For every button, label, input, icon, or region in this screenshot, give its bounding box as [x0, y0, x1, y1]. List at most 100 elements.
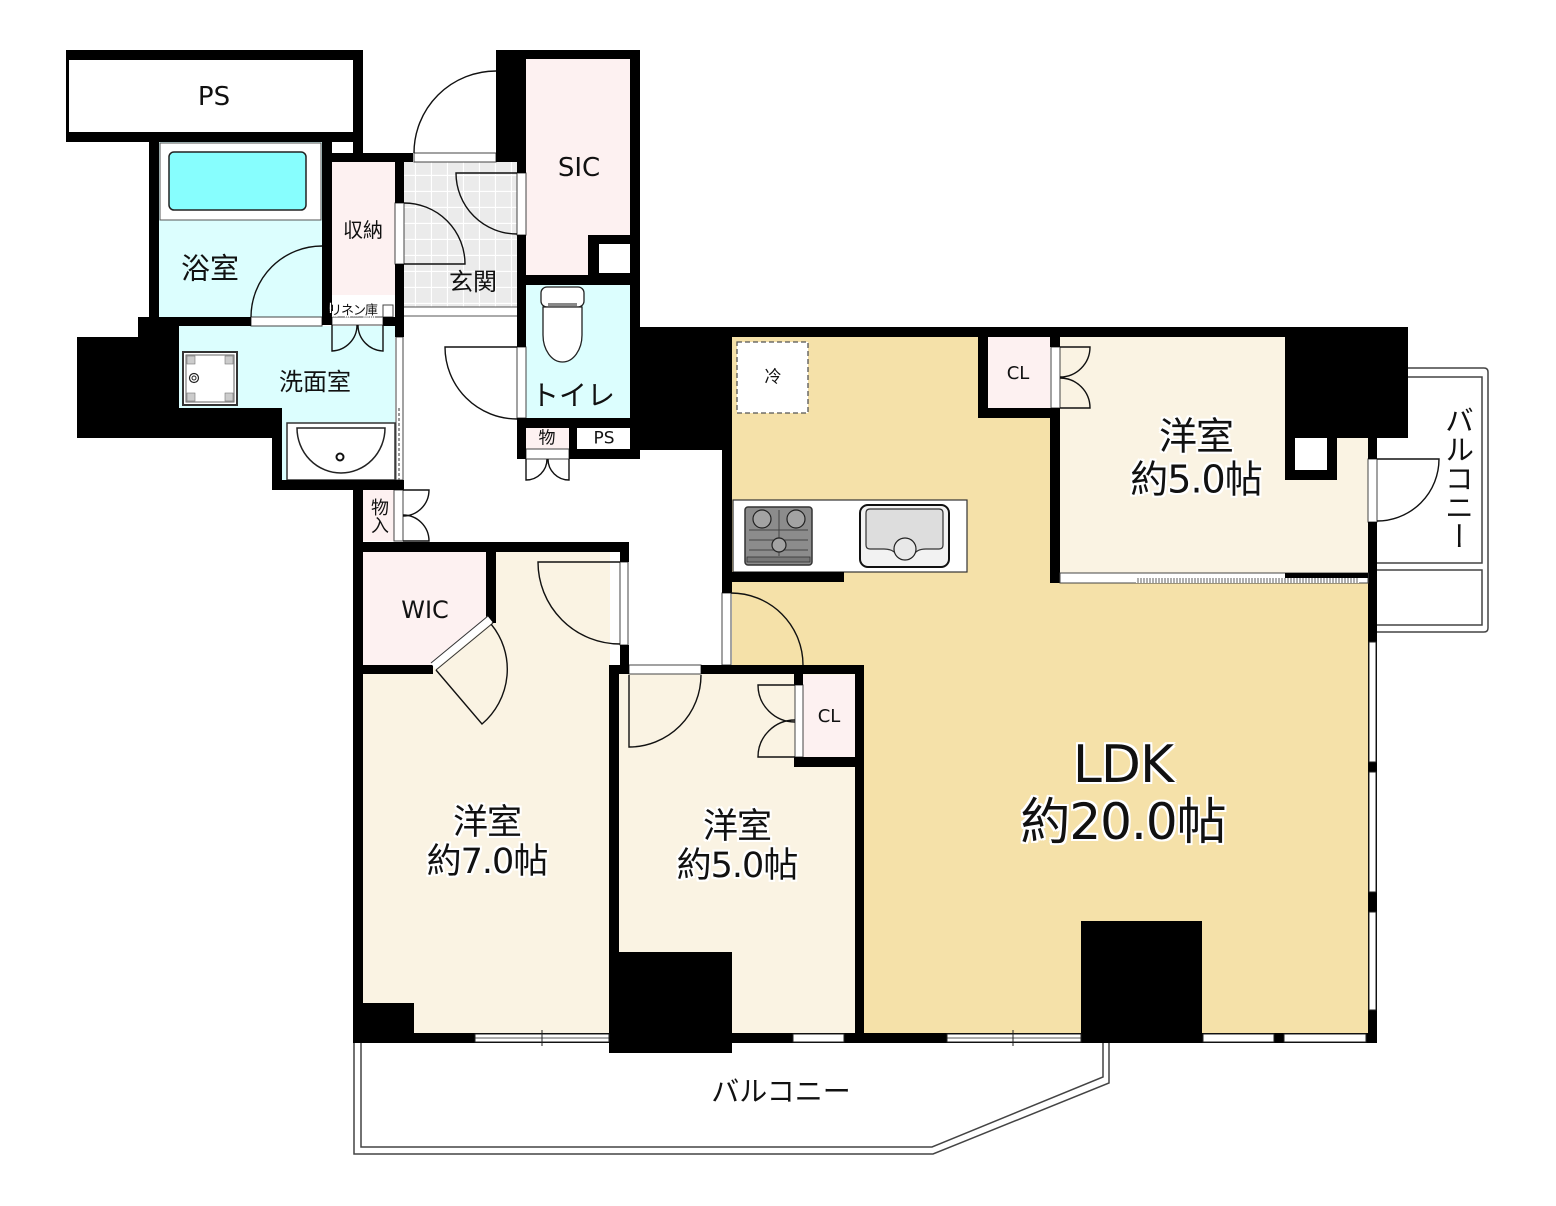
wall-segment: [353, 542, 629, 552]
wall-segment: [66, 132, 363, 142]
toilet-door-frame: [516, 346, 527, 419]
toilet-label: トイレ: [530, 379, 616, 412]
wall-segment: [395, 153, 404, 203]
wall-segment: [272, 408, 282, 490]
sic-door-swing: [455, 172, 518, 235]
walls: [66, 50, 1408, 1053]
pipe-space-label: PS: [197, 82, 231, 112]
wall-segment: [353, 665, 433, 674]
bathtub-icon: [168, 151, 307, 211]
balcony-east-inner: [1377, 376, 1483, 564]
toilet-storage-floor: [526, 428, 569, 449]
entrance-tile-floor: [404, 162, 517, 307]
fixtures: [159, 142, 968, 573]
room-name: 洋室: [452, 802, 522, 843]
pan-inner: [185, 354, 235, 403]
wall-segment: [722, 450, 732, 593]
wall-segment: [517, 275, 640, 285]
room-name: 洋室: [1158, 414, 1234, 459]
door-swings: [250, 70, 1440, 758]
room-area: 約20.0帖: [1020, 793, 1226, 852]
wic-label: WIC: [401, 596, 449, 624]
wall-segment: [609, 665, 619, 1043]
wic-floor: [362, 552, 486, 665]
wall-segment: [77, 337, 179, 438]
wall-segment: [496, 50, 526, 162]
linen-side-box: [382, 304, 394, 318]
window: [1368, 911, 1377, 1011]
closet-center-door-bottom: [757, 719, 796, 758]
sic-door-frame: [516, 172, 527, 236]
closet-center-door-frame: [794, 684, 804, 758]
hall-storage-door-bottom: [402, 514, 430, 542]
hall-storage-label: 物入: [368, 498, 389, 534]
wall-segment: [701, 665, 864, 674]
basin-drain: [335, 452, 345, 462]
wall-segment: [138, 317, 179, 338]
wall-segment: [138, 317, 251, 326]
room-label-ldk: LDK 約20.0帖: [1020, 736, 1226, 852]
wall-segment: [569, 428, 577, 459]
room-west-door-swing: [537, 561, 621, 645]
wic-door-frame-line: [435, 622, 494, 671]
balcony-door-swing: [1376, 458, 1440, 522]
wic-door-frame: [430, 615, 493, 670]
washing-machine-pan-icon: [182, 351, 238, 406]
wall-segment: [517, 162, 526, 173]
wall-segment: [794, 674, 803, 685]
wall-segment: [179, 408, 282, 438]
closet-ldk-door-frame: [1050, 346, 1061, 409]
bathroom-label: 浴室: [180, 251, 240, 286]
room-name: 洋室: [702, 806, 772, 847]
wall-segment: [272, 480, 404, 490]
room-center-door-swing: [628, 674, 702, 748]
refrigerator-space: [736, 341, 809, 414]
wall-segment: [722, 572, 844, 582]
linen-closet-floor: [332, 295, 383, 317]
windows: [474, 641, 1377, 1046]
window: [1202, 1033, 1275, 1043]
balcony-south-outline: [353, 1043, 1110, 1155]
wall-segment: [855, 665, 864, 1043]
pillar: [353, 1003, 414, 1043]
toilet-band: [548, 303, 577, 306]
toilet-bowl: [542, 306, 583, 363]
toilet-door-swing: [444, 346, 518, 420]
kitchen-sink-icon: [859, 504, 950, 568]
bathroom-door-frame: [250, 316, 323, 327]
burner: [752, 509, 772, 529]
balcony-east-inner-lower: [1377, 569, 1483, 626]
ldk-door-frame: [721, 592, 732, 666]
wall-segment: [322, 153, 413, 162]
pillar: [609, 952, 732, 1053]
balconies: [353, 367, 1489, 1155]
basin-bowl: [296, 427, 386, 474]
storage-label: 収納: [343, 218, 383, 242]
wall-segment: [353, 50, 363, 162]
wall-segment: [1285, 327, 1408, 438]
room-area: 約5.0帖: [1130, 457, 1262, 501]
balcony-south-inner: [360, 1043, 1104, 1148]
toilet-storage-door-frame: [525, 448, 570, 460]
toilet-storage-door-right: [547, 458, 570, 481]
closet-ldk-door-top: [1059, 346, 1091, 378]
entrance-label: 玄関: [449, 268, 497, 296]
bathroom-door-swing: [250, 245, 323, 318]
wall-segment: [794, 757, 864, 767]
front-door-swing: [413, 70, 497, 154]
wall-segment: [978, 337, 988, 418]
hall-storage-floor: [363, 490, 394, 541]
wall-segment: [1050, 408, 1060, 583]
window: [1368, 641, 1377, 763]
pipe-space-small-floor: [577, 428, 630, 449]
room-center-door-frame: [628, 664, 702, 675]
wall-segment: [66, 50, 362, 60]
toilet-storage-label: 物: [538, 428, 556, 449]
pillar: [1081, 921, 1202, 1043]
wall-segment: [149, 142, 159, 326]
partition-hatch: [1136, 578, 1359, 583]
wall-segment: [1368, 438, 1377, 459]
drain-icon: [188, 372, 200, 384]
room-area: 約7.0帖: [426, 842, 549, 882]
